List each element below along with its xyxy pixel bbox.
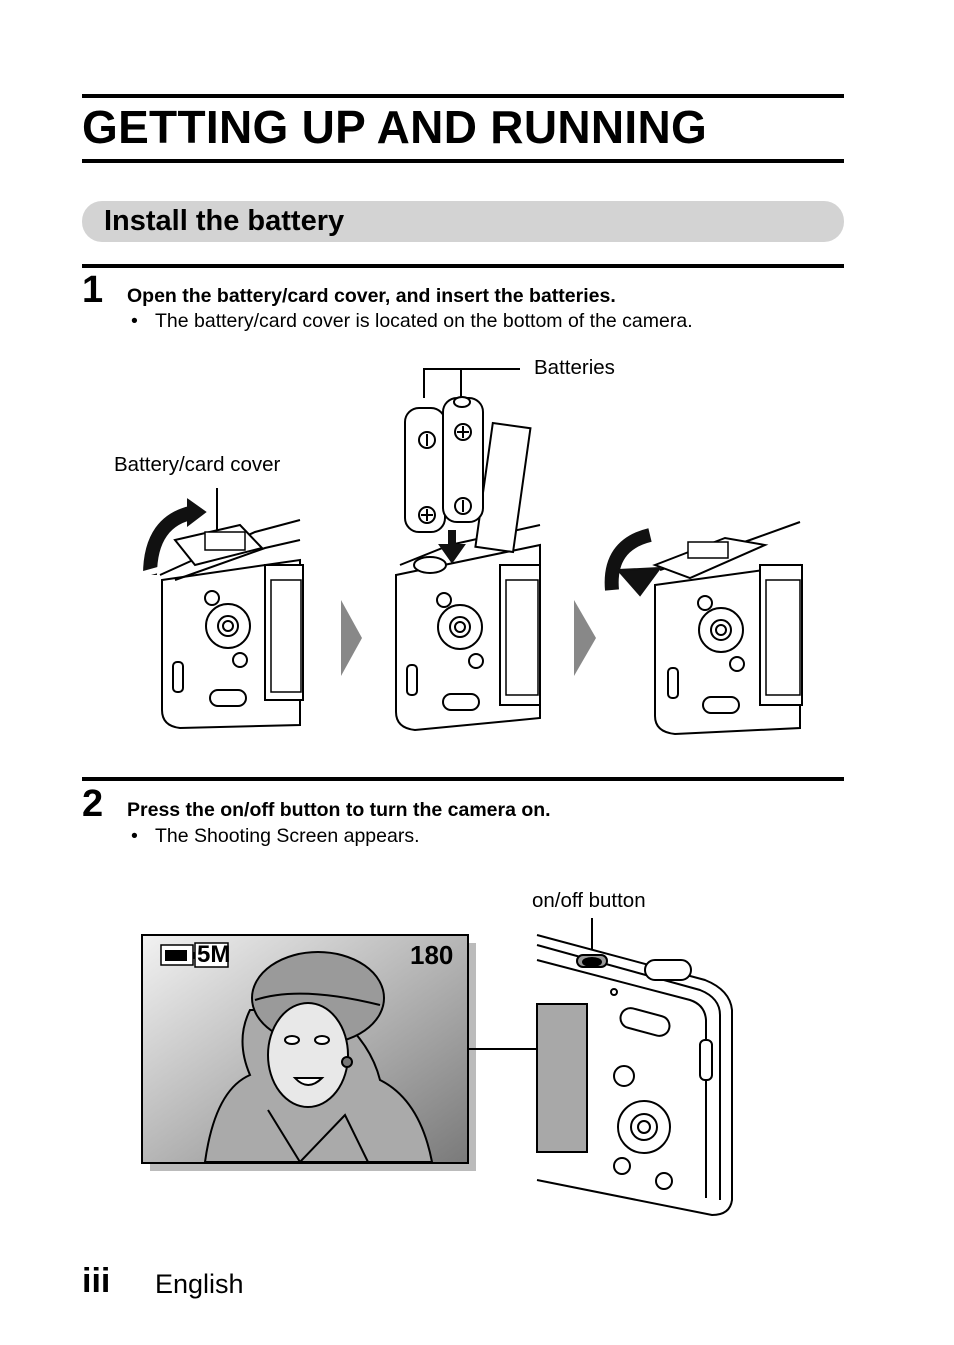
battery-icon bbox=[404, 396, 484, 533]
camera-2-icon bbox=[395, 421, 541, 732]
page-number: iii bbox=[82, 1262, 111, 1300]
step-2-bullet: • The Shooting Screen appears. bbox=[131, 824, 420, 848]
step-2-heading: Press the on/off button to turn the came… bbox=[127, 799, 551, 821]
camera-3-icon bbox=[652, 521, 803, 736]
step-1-number: 1 bbox=[82, 269, 104, 311]
step-2-bullet-text: The Shooting Screen appears. bbox=[155, 825, 420, 847]
battery-card-cover-label: Battery/card cover bbox=[114, 453, 281, 476]
bullet-dot-icon: • bbox=[131, 310, 138, 332]
image-size-box bbox=[194, 942, 229, 968]
section-title: Install the battery bbox=[104, 205, 345, 237]
step-2-number: 2 bbox=[82, 783, 104, 825]
step-1-bullet-text: The battery/card cover is located on the… bbox=[155, 310, 693, 332]
batteries-label: Batteries bbox=[534, 356, 615, 379]
step-2-rule bbox=[82, 777, 844, 781]
step-1-heading: Open the battery/card cover, and insert … bbox=[127, 285, 616, 307]
section-header-bar bbox=[82, 201, 844, 242]
person-icon bbox=[203, 951, 434, 1164]
step-1-bullet: • The battery/card cover is located on th… bbox=[131, 309, 693, 333]
next-arrow-icon-1 bbox=[341, 600, 362, 676]
page-title: GETTING UP AND RUNNING bbox=[82, 101, 708, 153]
image-size-indicator: 5M bbox=[197, 941, 231, 968]
camera-icon bbox=[536, 934, 733, 1217]
camera-1-icon bbox=[159, 519, 304, 730]
footer-language: English bbox=[155, 1269, 244, 1299]
title-top-rule bbox=[82, 94, 844, 98]
shots-remaining: 180 bbox=[410, 940, 454, 970]
next-arrow-icon-2 bbox=[574, 600, 596, 676]
on-off-button-label: on/off button bbox=[532, 889, 646, 912]
bullet-dot-icon: • bbox=[131, 825, 138, 847]
title-bottom-rule bbox=[82, 159, 844, 163]
step-1-rule bbox=[82, 264, 844, 268]
